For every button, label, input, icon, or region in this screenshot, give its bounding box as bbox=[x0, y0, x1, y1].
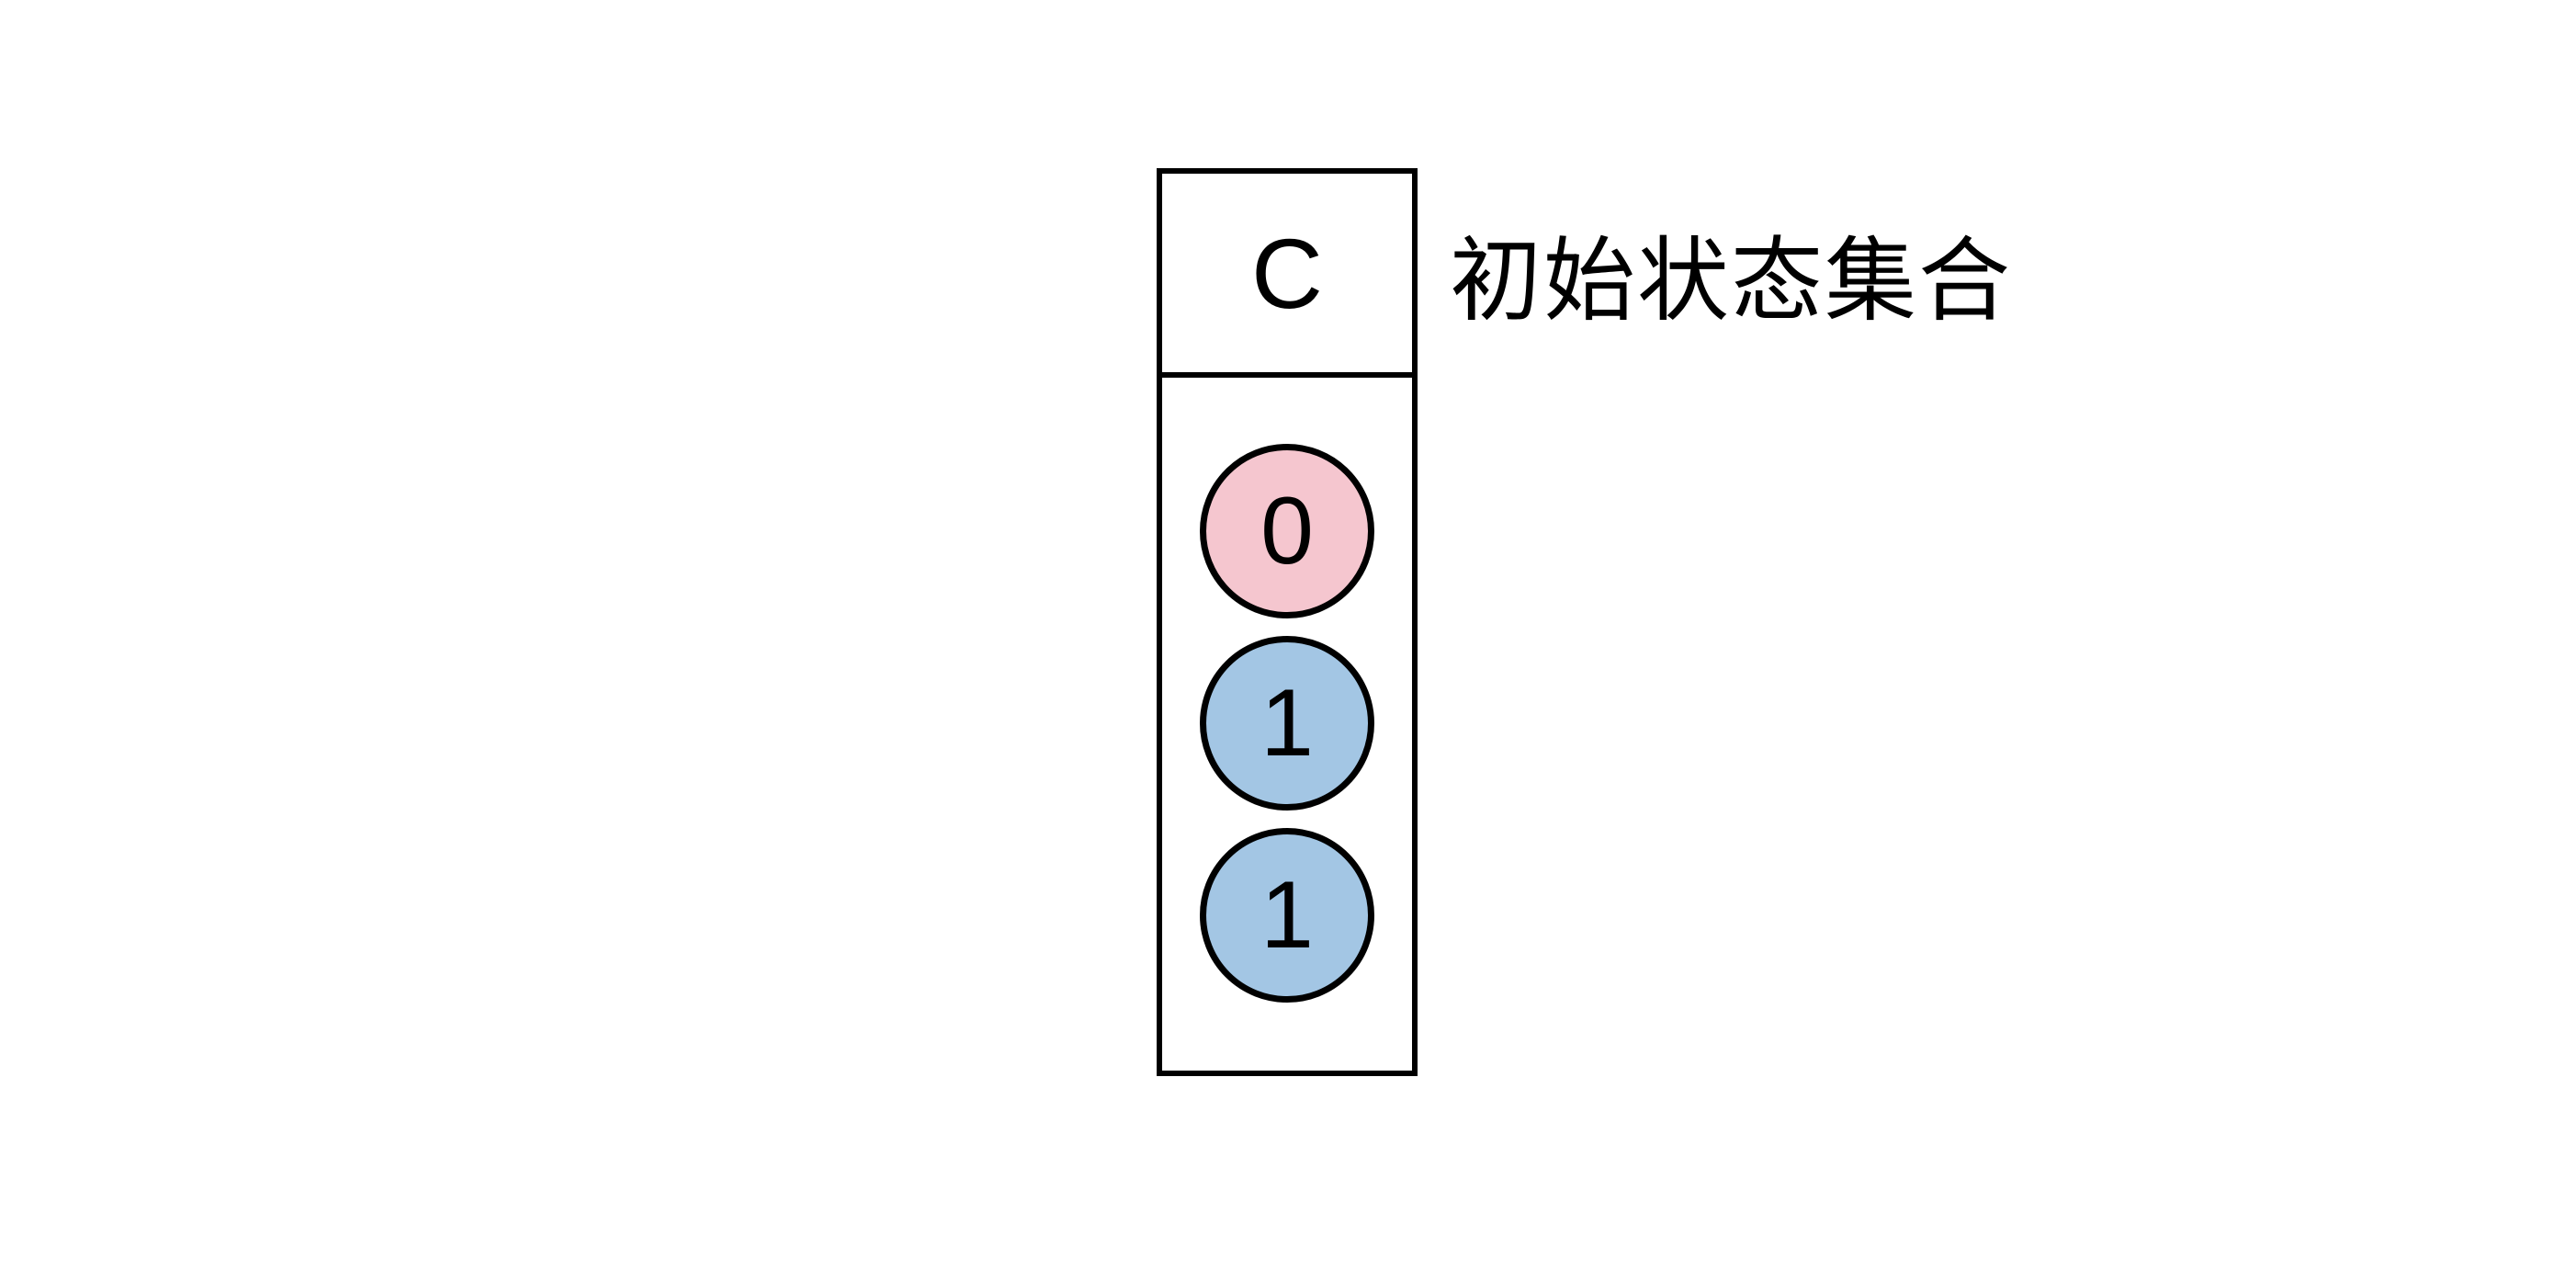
state-cell: 1 bbox=[1200, 636, 1374, 811]
column-header-label: C bbox=[1162, 174, 1412, 378]
state-column: C 0 1 1 bbox=[1157, 168, 1418, 1076]
column-body: 0 1 1 bbox=[1162, 378, 1412, 1071]
state-cell: 1 bbox=[1200, 828, 1374, 1003]
state-cell: 0 bbox=[1200, 444, 1374, 618]
column-annotation-label: 初始状态集合 bbox=[1450, 229, 2012, 333]
